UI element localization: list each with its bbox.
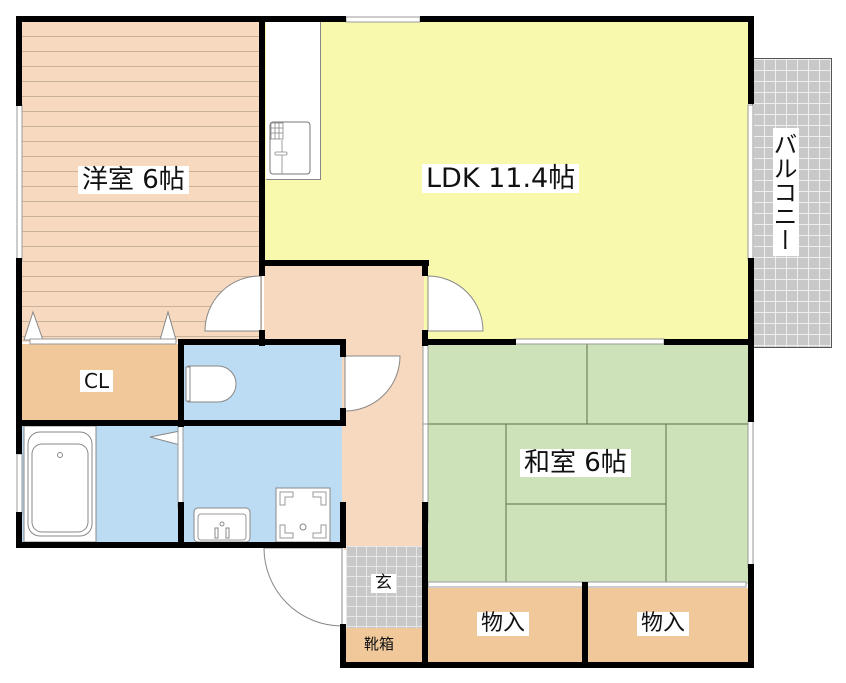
balcony-label: バルコニー: [769, 128, 799, 256]
bath-door-marker: [149, 430, 181, 446]
wash-basin-icon: [193, 507, 251, 543]
wall-right-bottom: [748, 564, 754, 668]
door-entrance: [263, 547, 343, 627]
washing-machine-pan-icon: [275, 487, 331, 543]
shoe-box-label: 靴箱: [364, 635, 395, 653]
closet-door-markers: [23, 310, 177, 341]
wall-hall-right-top: [422, 260, 428, 276]
storage-1-label: 物入: [477, 612, 530, 636]
western-room-label: 洋室 6帖: [78, 166, 189, 194]
wall-left-top: [16, 16, 22, 106]
bathtub-icon: [23, 425, 97, 543]
windows: [16, 16, 754, 588]
storage-2-label: 物入: [637, 612, 690, 636]
wall-wash-right: [340, 502, 346, 548]
wall-right-top: [748, 16, 754, 104]
door-western-room: [204, 275, 262, 332]
entrance-label: 玄: [371, 574, 396, 593]
tatami-lines: [426, 344, 748, 584]
door-ldk: [427, 275, 484, 332]
wall-bottom: [340, 662, 754, 668]
wall-cl-top: [178, 339, 346, 345]
wall-ldk-wa-left: [422, 339, 516, 345]
wall-top-right: [420, 16, 754, 22]
wall-western-ldk: [259, 16, 265, 276]
wall-cl-toilet: [178, 339, 184, 427]
door-swings: [204, 275, 484, 627]
wall-toilet-right-top: [340, 339, 346, 357]
wall-hall-top: [259, 260, 429, 266]
wall-left-mid: [16, 258, 22, 454]
closet-label: CL: [80, 370, 114, 392]
wall-hall-right-mid: [422, 330, 428, 346]
shoe-box: [346, 628, 424, 664]
wall-top-left: [16, 16, 346, 22]
wall-toilet-right-bot: [340, 408, 346, 426]
wall-bottom-left: [16, 542, 346, 548]
kitchen-sink-icon: [269, 121, 311, 175]
wall-western-ldk-low: [259, 330, 265, 346]
japanese-room-label: 和室 6帖: [520, 449, 631, 477]
wall-entrance-left: [340, 624, 346, 668]
wall-ldk-wa-right: [664, 339, 754, 345]
wall-hall-right-low: [422, 502, 428, 668]
ldk-label: LDK 11.4帖: [422, 164, 580, 193]
wall-left-bottom: [16, 512, 22, 548]
wall-storage-divider: [582, 582, 588, 668]
wall-mid-horizontal: [16, 420, 346, 426]
wall-bath-wash: [178, 502, 184, 548]
door-toilet: [344, 355, 401, 412]
toilet-icon: [185, 365, 237, 403]
